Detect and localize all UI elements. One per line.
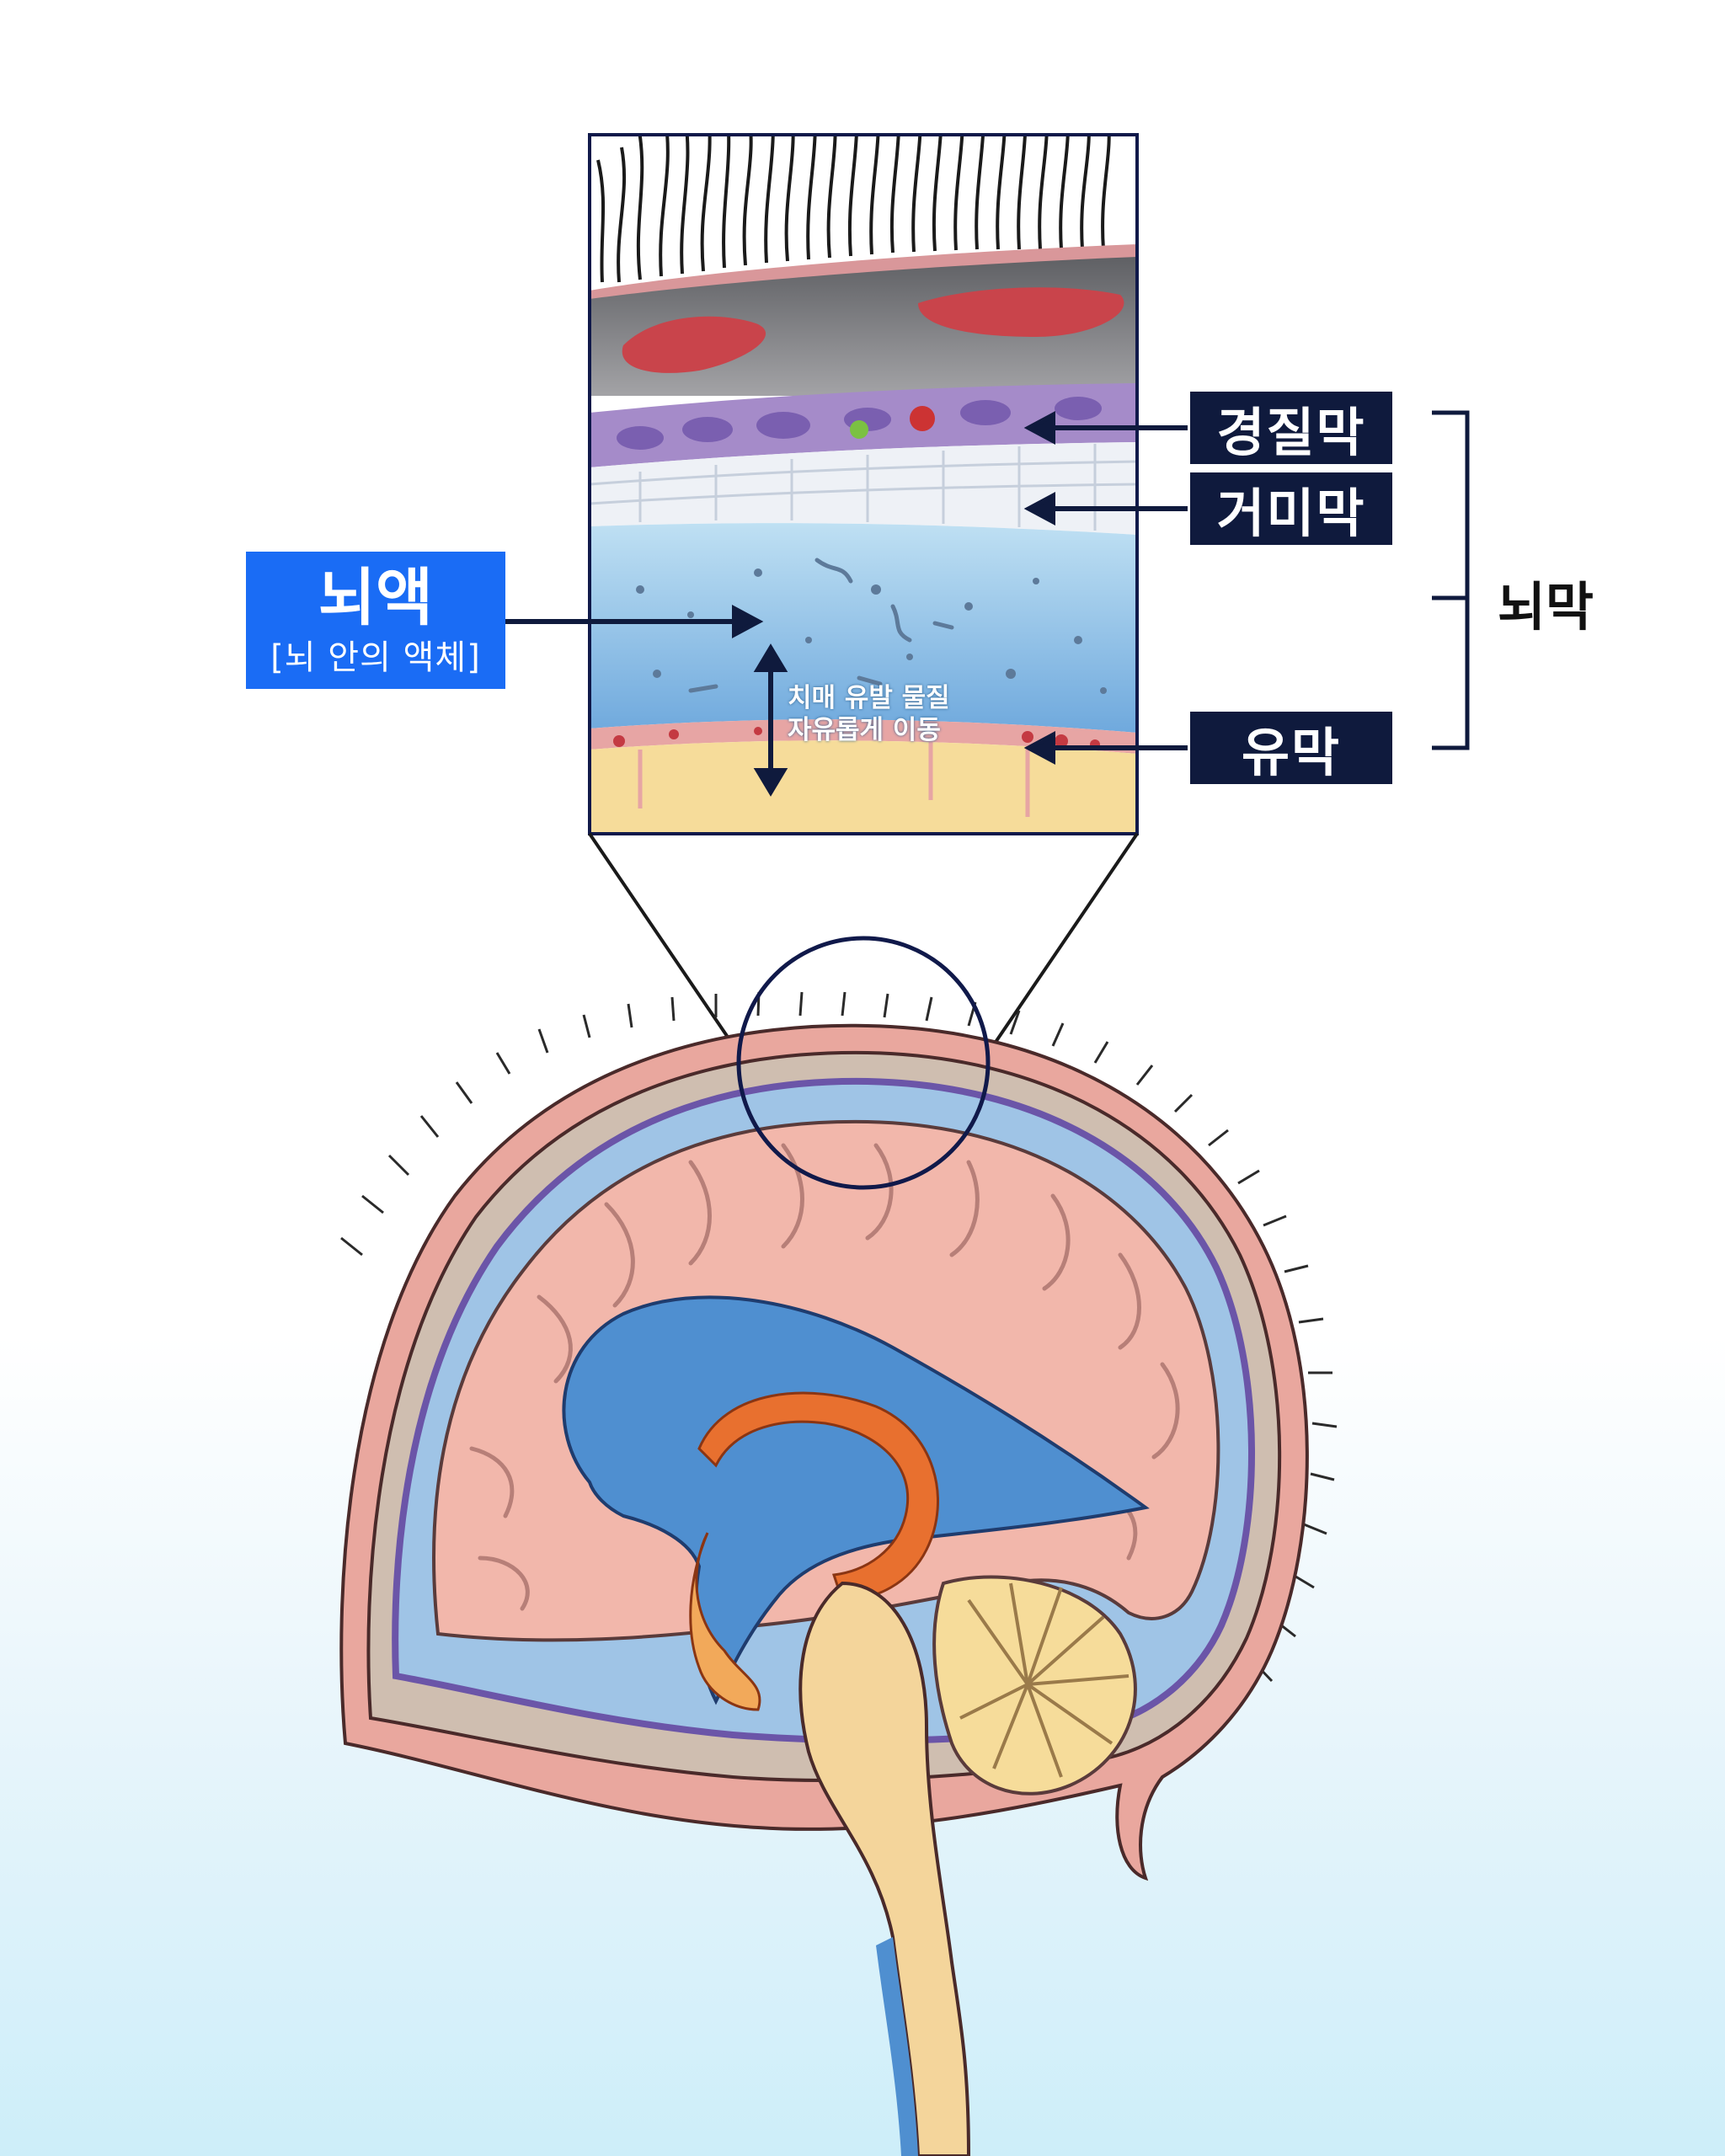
dura-mater-label: 경질막: [1190, 392, 1392, 464]
csf-title: 뇌액: [318, 561, 434, 634]
csf-label-box: 뇌액 [뇌 안의 액체]: [246, 552, 505, 689]
meninges-label: 뇌막: [1498, 576, 1594, 638]
meninges-bracket: [1432, 410, 1470, 750]
arrows: [505, 410, 1188, 766]
pia-mater-label: 유막: [1190, 712, 1392, 784]
transport-double-arrow: [753, 643, 788, 797]
meninges-cross-section: [590, 135, 1137, 834]
transport-note-line2: 자유롭게 이동: [788, 715, 941, 745]
inset-frame: [588, 133, 1139, 835]
transport-note: 치매 유발 물질 자유롭게 이동: [788, 682, 990, 746]
csf-subtitle: [뇌 안의 액체]: [270, 638, 481, 677]
zoom-lines: [588, 832, 1139, 1059]
zoom-circle: [736, 936, 991, 1190]
transport-note-line1: 치매 유발 물질: [788, 683, 950, 713]
hair-strands: [596, 135, 1111, 283]
brain-sagittal-section: [339, 991, 1338, 2156]
arachnoid-mater-label: 거미막: [1190, 472, 1392, 545]
